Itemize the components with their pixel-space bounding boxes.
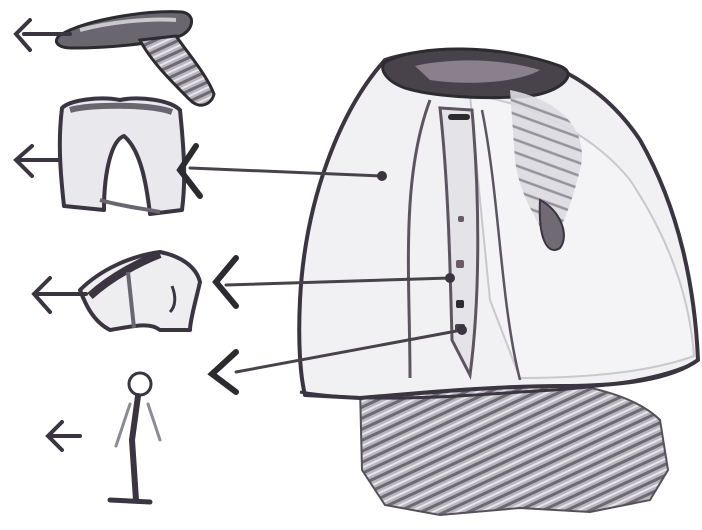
leader-dot	[377, 171, 387, 181]
leader-dot	[445, 273, 455, 283]
cloak-button	[456, 260, 464, 268]
cloak-button	[448, 114, 470, 120]
vest-icon	[60, 98, 184, 214]
hair-dryer-icon	[56, 12, 214, 105]
jacket-icon	[80, 252, 200, 330]
arrow-left-icon	[48, 422, 80, 450]
cloak-right-panel	[470, 95, 694, 378]
chevron-left-icon	[216, 258, 236, 306]
stick-figure-icon	[110, 373, 160, 502]
leader-dot	[457, 325, 467, 335]
arrow-left-icon	[34, 278, 86, 312]
cloak-button	[458, 216, 464, 222]
cloak-button	[456, 300, 464, 308]
arrow-left-icon	[16, 146, 60, 176]
chevron-left-icon	[212, 352, 236, 392]
